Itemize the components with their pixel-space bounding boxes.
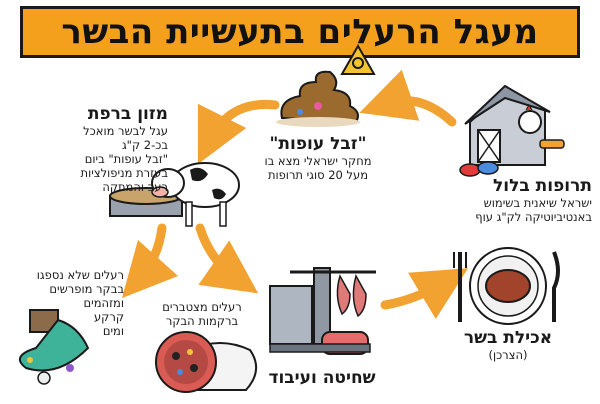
- eating-block: אכילת בשר (הצרכן): [448, 328, 568, 362]
- eating-heading: אכילת בשר: [463, 328, 553, 348]
- drugs-line-2: באנטיביוטיקה לק"ג עוף: [475, 210, 592, 224]
- feed-line-1: עגל לבשר מואכל: [83, 124, 168, 138]
- cow-cross-section-icon: [155, 331, 257, 393]
- arrow-drugs-to-litter: [359, 69, 457, 127]
- drugs-heading: תרופות בלול: [492, 176, 592, 196]
- barn-chicken-icon: [459, 84, 565, 177]
- slaughter-heading: שחיטה ועיבוד: [268, 368, 376, 388]
- feed-block: מזון ברפת עגל לבשר מואכל בכ-2 ק"ג "זבל ע…: [28, 104, 168, 194]
- poultry-litter-line-1: מחקר ישראלי מצא בו: [264, 154, 372, 168]
- poultry-litter-line-2: מעל 20 סוגי תרופות: [267, 168, 369, 182]
- polluted-pipe-icon: [18, 309, 90, 385]
- soil-block: רעלים שלא נספגו בבקר מופרשים ומזהמים קרק…: [14, 268, 124, 338]
- drugs-block: תרופות בלול ישראל שיאנית בשימוש באנטיביו…: [420, 176, 592, 224]
- feed-line-3: "זבל עופות" ביום: [84, 152, 168, 166]
- soil-line-5: ומים: [102, 324, 124, 338]
- steak-plate-icon: [453, 247, 560, 325]
- feed-line-2: בכ-2 ק"ג: [121, 138, 168, 152]
- cattle-tissue-block: רעלים מצטברים ברקמות הבקר: [146, 300, 258, 328]
- poop-biohazard-icon: [276, 43, 376, 127]
- feed-line-4: בעזרת מניפולציות: [80, 166, 168, 180]
- factory-meat-icon: [269, 267, 376, 355]
- eating-sub: (הצרכן): [488, 348, 528, 362]
- cattle-tissue-line-1: רעלים מצטברים: [162, 300, 242, 314]
- poultry-litter-block: "זבל עופות" מחקר ישראלי מצא בו מעל 20 סו…: [258, 134, 378, 182]
- drugs-line-1: ישראל שיאנית בשימוש: [483, 196, 592, 210]
- soil-line-4: קרקע: [93, 310, 124, 324]
- arrow-slaughter-to-eating: [380, 268, 469, 320]
- arrow-litter-to-feed: [197, 99, 280, 165]
- poultry-litter-heading: "זבל עופות": [269, 134, 367, 154]
- slaughter-block: שחיטה ועיבוד: [262, 368, 382, 388]
- soil-line-3: ומזהמים: [83, 296, 124, 310]
- soil-line-1: רעלים שלא נספגו: [36, 268, 124, 282]
- page-title: מעגל הרעלים בתעשיית הבשר: [61, 12, 539, 52]
- title-banner: מעגל הרעלים בתעשיית הבשר: [20, 6, 580, 58]
- soil-line-2: בבקר מופרשים: [49, 282, 124, 296]
- feed-line-5: רעב והמתקה: [102, 180, 168, 194]
- arrow-feed-to-cattle: [195, 223, 259, 294]
- arrow-feed-to-soil: [121, 223, 179, 299]
- calf-feeding-icon: [109, 162, 240, 227]
- feed-heading: מזון ברפת: [87, 104, 168, 124]
- cattle-tissue-line-2: ברקמות הבקר: [165, 314, 239, 328]
